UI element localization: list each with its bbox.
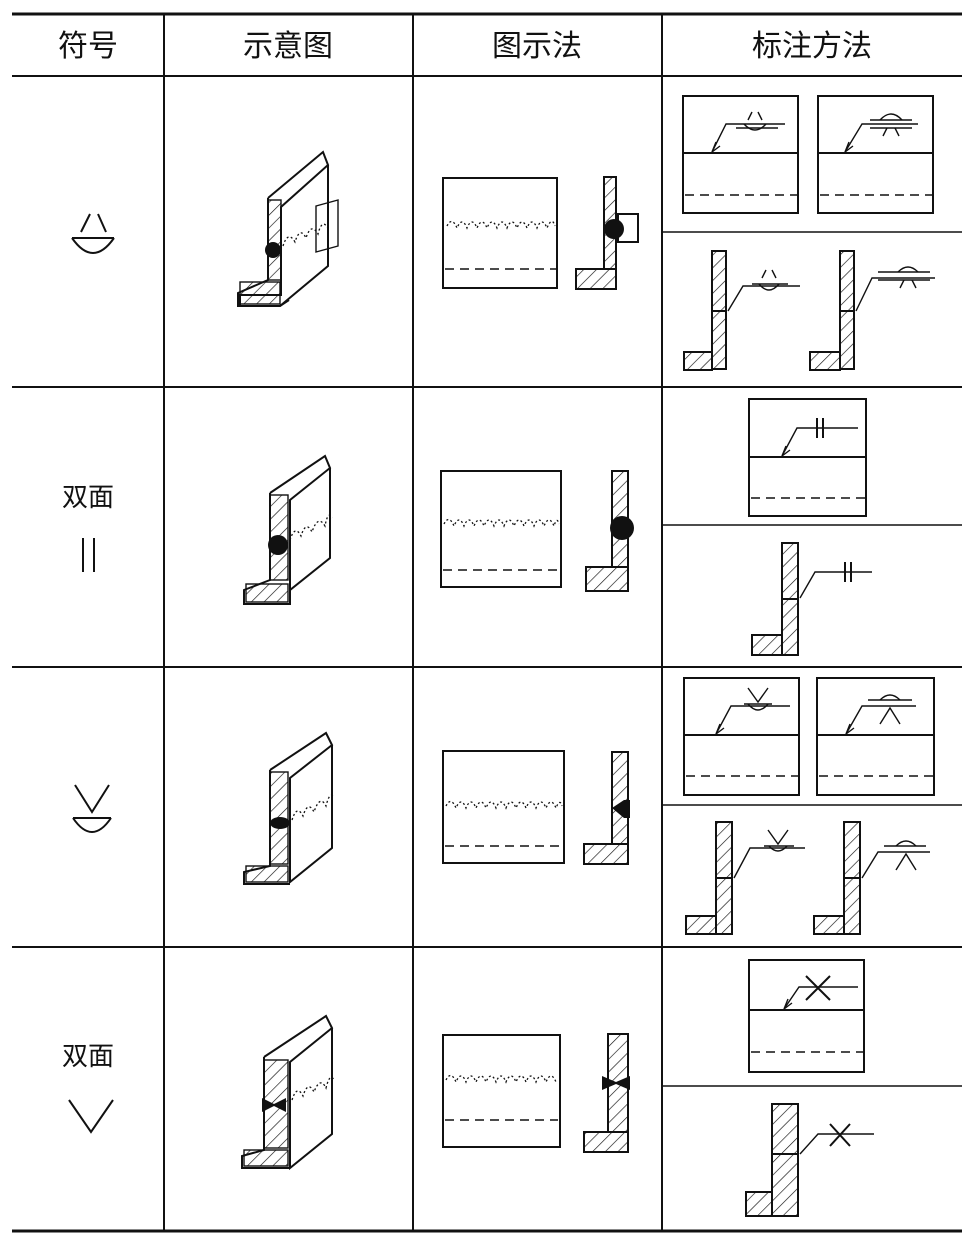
row1-annotation-section-right <box>809 250 935 371</box>
row4-annotation-plan <box>748 959 865 1073</box>
row3-annotation-plan-right <box>816 677 935 796</box>
row3-annotation-section-left <box>685 821 805 935</box>
row2-annotation-section <box>751 542 872 656</box>
row4-annotation-section <box>745 1103 874 1217</box>
weld-symbol-1-icon <box>71 213 115 254</box>
header-annotation-method: 标注方法 <box>752 29 872 64</box>
header-illustration: 图示法 <box>492 29 582 64</box>
table-grid <box>12 12 962 1233</box>
row1-annotation-plan-right <box>817 95 934 214</box>
weld-symbol-double-i-icon <box>82 538 95 572</box>
header-symbol: 符号 <box>58 29 118 64</box>
row2-annotation-plan <box>748 398 867 517</box>
weld-symbol-3-icon <box>72 784 112 833</box>
row1-schematic-drawing <box>237 150 339 307</box>
row4-schematic-drawing <box>241 1014 335 1171</box>
row3-annotation-plan-left <box>683 677 800 796</box>
row3-schematic-drawing <box>243 731 335 885</box>
header-schematic: 示意图 <box>243 29 333 64</box>
row1-annotation-section-left <box>683 250 800 371</box>
row2-symbol-label: 双面 <box>62 483 114 513</box>
row1-illustration-drawing <box>442 176 639 290</box>
row2-schematic-drawing <box>243 454 333 605</box>
row3-annotation-section-right <box>813 821 930 935</box>
weld-symbol-double-v-icon <box>68 1099 114 1134</box>
row4-illustration-drawing <box>442 1033 630 1153</box>
row1-annotation-plan-left <box>682 95 799 214</box>
row4-symbol-label: 双面 <box>62 1042 114 1072</box>
row3-illustration-drawing <box>442 750 630 865</box>
row2-illustration-drawing <box>440 470 634 592</box>
